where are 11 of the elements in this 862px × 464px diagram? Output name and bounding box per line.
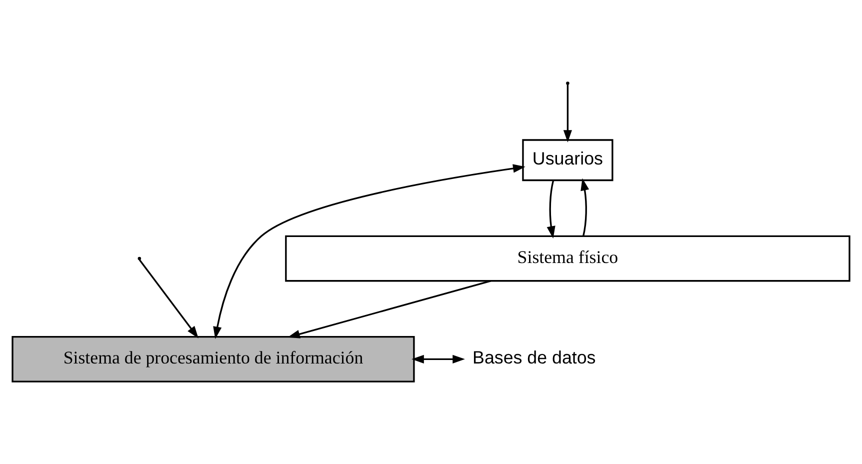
node-box: Sistema físico bbox=[285, 235, 850, 282]
arrow bbox=[563, 84, 572, 142]
arrow bbox=[412, 354, 465, 364]
node-box: Usuarios bbox=[522, 139, 614, 182]
arrow bbox=[288, 280, 492, 338]
arrow bbox=[138, 259, 198, 338]
arrow bbox=[580, 178, 590, 236]
node-box: Sistema de procesamiento de información bbox=[12, 336, 415, 382]
arrow bbox=[213, 164, 526, 340]
arrow bbox=[546, 180, 556, 238]
node-text: Bases de datos bbox=[472, 347, 596, 368]
